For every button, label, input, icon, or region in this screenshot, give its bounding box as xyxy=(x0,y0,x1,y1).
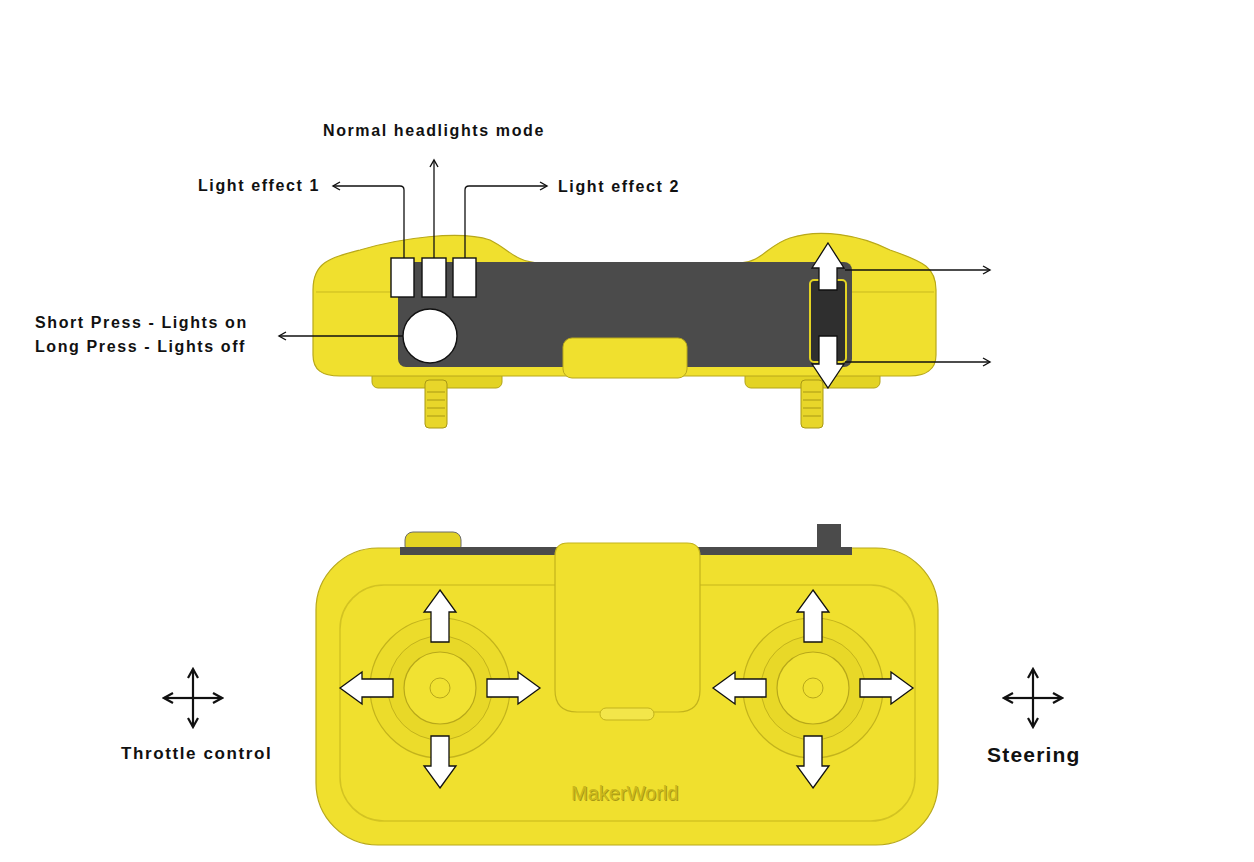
up-arrow xyxy=(424,590,456,642)
button xyxy=(391,258,414,297)
joystick-grip xyxy=(803,678,823,698)
function-label: Normal headlights mode xyxy=(323,119,545,143)
cross-arrow-icon xyxy=(1004,669,1062,727)
control-label: Throttle control xyxy=(121,742,272,766)
joystick-well xyxy=(761,636,865,740)
function-label: Light effect 1 xyxy=(198,174,320,198)
left-arrow xyxy=(713,672,766,704)
embossed-logo: MakerWorld xyxy=(571,781,678,805)
function-label: Light effect 2 xyxy=(558,175,680,199)
down-arrow xyxy=(424,736,456,788)
leader-line xyxy=(465,186,547,258)
up-arrow xyxy=(797,590,829,642)
thumbstick-knob xyxy=(425,380,447,428)
round-button xyxy=(403,309,457,363)
down-arrow xyxy=(812,336,844,388)
phone-clip xyxy=(555,543,700,712)
knob-grip xyxy=(803,392,821,416)
knob-grip xyxy=(427,392,445,416)
thumbstick-knob xyxy=(801,380,823,428)
joystick-grip xyxy=(430,678,450,698)
right-arrow xyxy=(487,672,540,704)
up-arrow xyxy=(812,243,844,290)
button xyxy=(453,258,476,297)
cross-arrow-icon xyxy=(164,669,222,727)
controller-top-view xyxy=(313,233,936,428)
joystick xyxy=(404,652,476,724)
function-label: Short Press - Lights on Long Press - Lig… xyxy=(35,311,263,359)
controller-front-view xyxy=(316,524,938,845)
leader-line xyxy=(279,335,403,336)
center-tab xyxy=(563,338,687,378)
left-arrow xyxy=(340,672,393,704)
direction-arrows xyxy=(340,590,913,788)
joystick xyxy=(777,652,849,724)
leader-line xyxy=(333,186,404,258)
leader-line xyxy=(845,361,990,362)
button xyxy=(422,258,446,297)
control-label: Steering xyxy=(987,743,1081,767)
down-arrow xyxy=(797,736,829,788)
leader-line xyxy=(433,160,434,258)
joystick-well xyxy=(388,636,492,740)
leader-line xyxy=(845,269,990,270)
right-arrow xyxy=(860,672,913,704)
leader-lines xyxy=(279,160,990,362)
clip-tab xyxy=(600,708,654,720)
